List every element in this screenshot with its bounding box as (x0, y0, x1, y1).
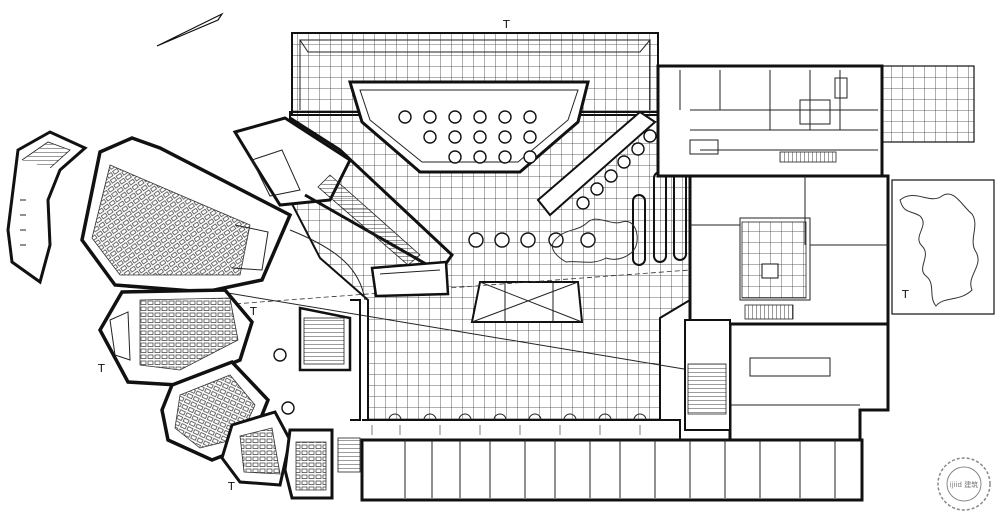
section-mark-top: T (502, 18, 510, 31)
circulation-core (273, 306, 352, 415)
column-icon (520, 232, 536, 248)
lecture-hall-medium (97, 288, 254, 387)
gallery-block (688, 174, 890, 326)
door-swing (388, 413, 402, 421)
office-block (656, 64, 884, 178)
column-icon (468, 232, 484, 248)
column-icon (423, 110, 437, 124)
door-swing (423, 413, 437, 421)
column-icon (448, 150, 462, 164)
side-hall-left (6, 130, 88, 285)
sightline (179, 284, 691, 371)
section-mark-bottom: T (227, 480, 235, 493)
column-icon (576, 196, 590, 210)
planting-area (551, 218, 638, 263)
door-swing (458, 413, 472, 421)
column-icon (398, 110, 412, 124)
axis-line (219, 269, 691, 306)
column-icon (523, 110, 537, 124)
column-grid (388, 110, 834, 424)
column-icon (473, 110, 487, 124)
column-icon (423, 130, 437, 144)
landscape-tree (891, 179, 995, 315)
door-swing (563, 413, 577, 421)
central-sunken-area (347, 80, 590, 174)
north-arrow-icon (156, 12, 224, 47)
watermark-logo: ijiid 建筑 (937, 457, 991, 511)
column-icon (498, 150, 512, 164)
section-mark-right: T (901, 288, 909, 301)
column-icon (643, 129, 657, 143)
seminar-rooms (220, 410, 334, 500)
central-bridge (470, 281, 584, 323)
column-icon (580, 232, 596, 248)
foyer-arc (289, 229, 366, 301)
section-mark-center: T (249, 305, 257, 318)
door-swing (633, 413, 647, 421)
column-icon (448, 130, 462, 144)
door-swing (493, 413, 507, 421)
column-icon (448, 110, 462, 124)
door-swing (528, 413, 542, 421)
section-mark-left: T (97, 362, 105, 375)
foyer-west-wall (350, 299, 361, 421)
lecture-hall-large (80, 136, 293, 294)
watermark-text: ijiid 建筑 (950, 480, 978, 489)
door-swing (598, 413, 612, 421)
column-icon (631, 142, 645, 156)
column-icon (604, 169, 618, 183)
foyer-wing (232, 116, 454, 298)
column-icon (523, 150, 537, 164)
column-icon (494, 232, 510, 248)
bottom-rooms (337, 419, 864, 502)
diagonal-balcony (536, 110, 657, 217)
column-icon (617, 155, 631, 169)
column-icon (523, 130, 537, 144)
east-terrace (877, 65, 975, 143)
column-icon (498, 110, 512, 124)
column-icon (473, 150, 487, 164)
column-icon (473, 130, 487, 144)
column-icon (590, 182, 604, 196)
column-icon (498, 130, 512, 144)
